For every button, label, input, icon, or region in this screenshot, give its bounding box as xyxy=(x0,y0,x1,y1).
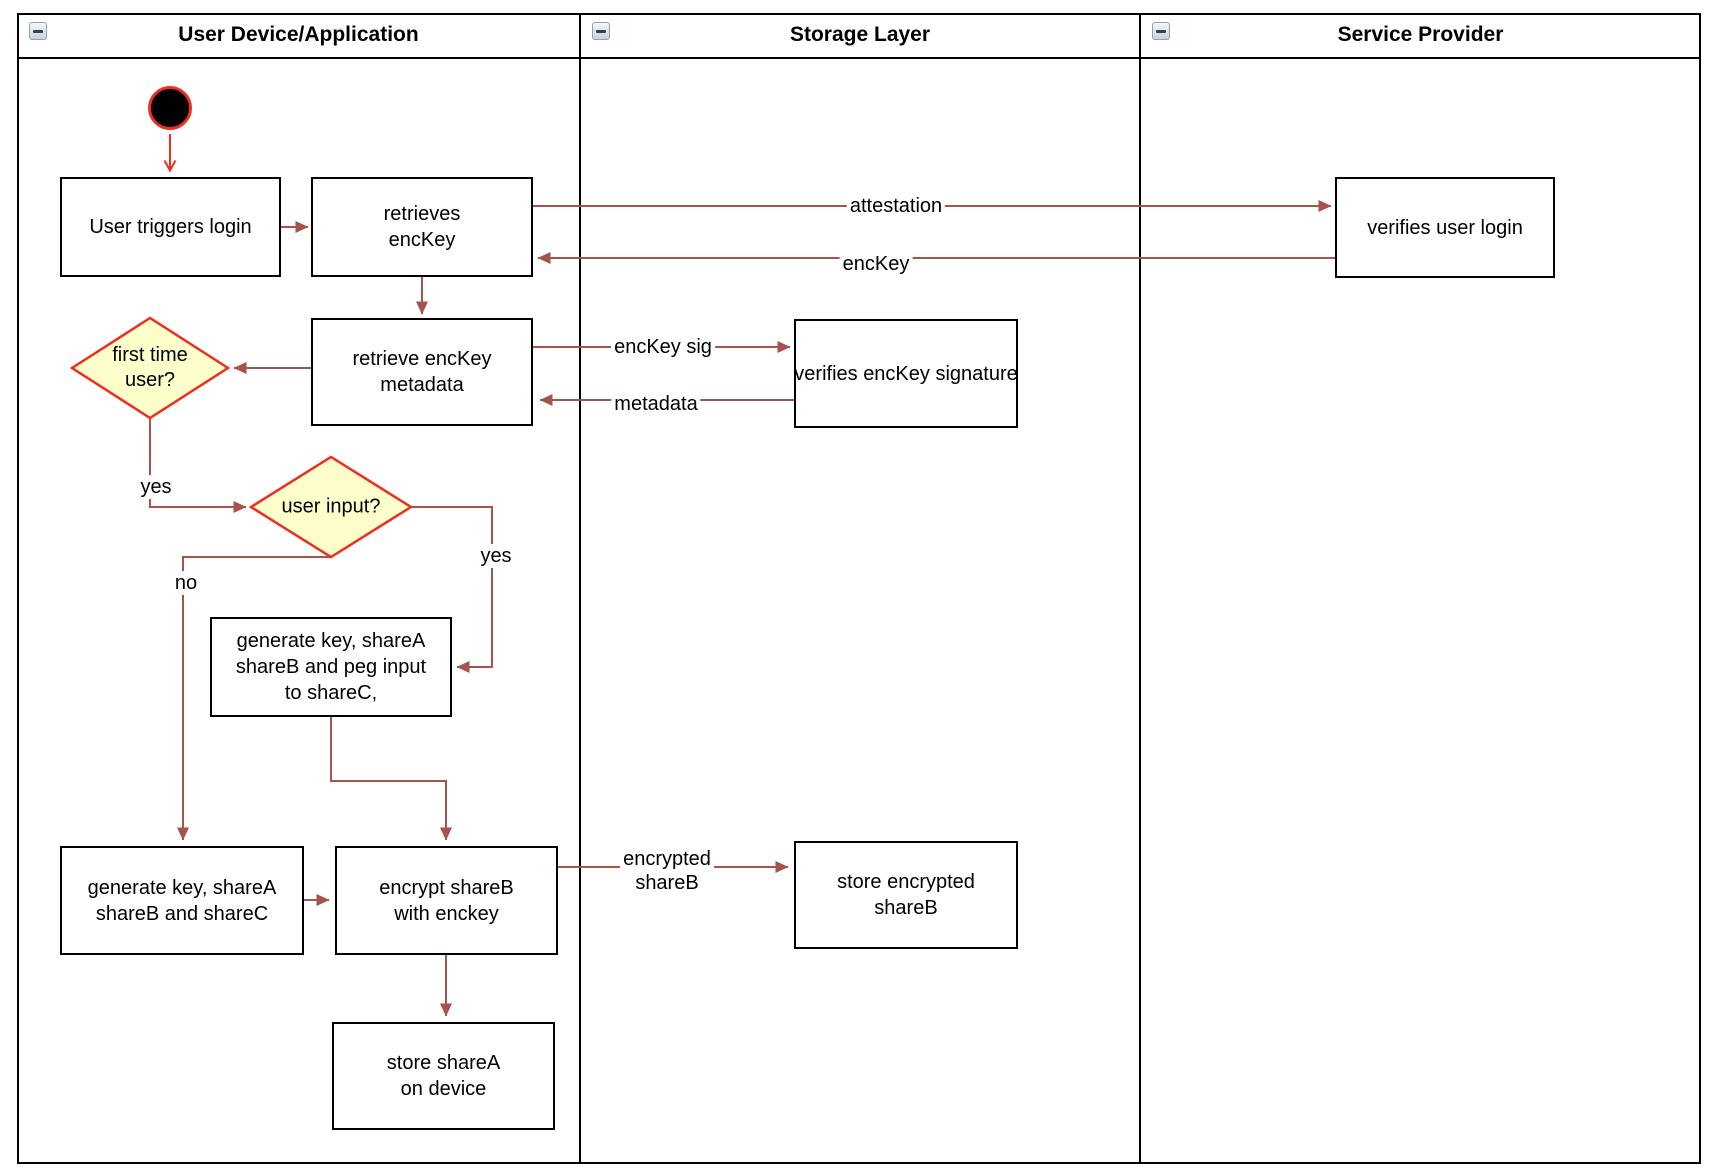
edge-label-enckey: encKey xyxy=(839,252,913,276)
collapse-icon[interactable] xyxy=(1152,22,1170,40)
edge-label-yes-first-time: yes xyxy=(137,475,175,499)
node-user-triggers-login[interactable]: User triggers login xyxy=(60,177,281,277)
node-verifies-user-login[interactable]: verifies user login xyxy=(1335,177,1555,278)
lane-separator-2 xyxy=(1139,13,1141,1164)
initial-state-node[interactable] xyxy=(148,86,192,130)
node-retrieves-enckey[interactable]: retrieves encKey xyxy=(311,177,533,277)
node-verifies-enckey-signature[interactable]: verifies encKey signature xyxy=(794,319,1018,428)
node-encrypt-shareb[interactable]: encrypt shareB with enckey xyxy=(335,846,558,955)
decision-label-first-time-user: first time user? xyxy=(112,344,188,391)
lane-title-user-device: User Device/Application xyxy=(178,23,419,46)
collapse-icon[interactable] xyxy=(29,22,47,40)
node-retrieve-enckey-metadata[interactable]: retrieve encKey metadata xyxy=(311,318,533,426)
edge-label-no-user-input: no xyxy=(171,571,201,595)
edge-label-metadata: metadata xyxy=(611,392,701,416)
pool-frame xyxy=(17,13,1701,1164)
decision-label-user-input: user input? xyxy=(281,495,381,518)
edge-label-attestation: attestation xyxy=(846,194,946,218)
collapse-icon[interactable] xyxy=(592,22,610,40)
lane-separator-1 xyxy=(579,13,581,1164)
edge-label-encrypted-shareb: encrypted shareB xyxy=(620,847,714,895)
lane-title-storage-layer: Storage Layer xyxy=(789,23,931,46)
edge-label-enckey-sig: encKey sig xyxy=(611,335,715,359)
header-separator xyxy=(17,57,1701,59)
lane-title-service-provider: Service Provider xyxy=(1337,23,1504,46)
node-generate-key-sharec[interactable]: generate key, shareA shareB and shareC xyxy=(60,846,304,955)
node-store-encrypted-shareb[interactable]: store encrypted shareB xyxy=(794,841,1018,949)
edge-label-yes-user-input: yes xyxy=(477,544,515,568)
node-store-sharea[interactable]: store shareA on device xyxy=(332,1022,555,1130)
node-generate-key-peg-input[interactable]: generate key, shareA shareB and peg inpu… xyxy=(210,617,452,717)
